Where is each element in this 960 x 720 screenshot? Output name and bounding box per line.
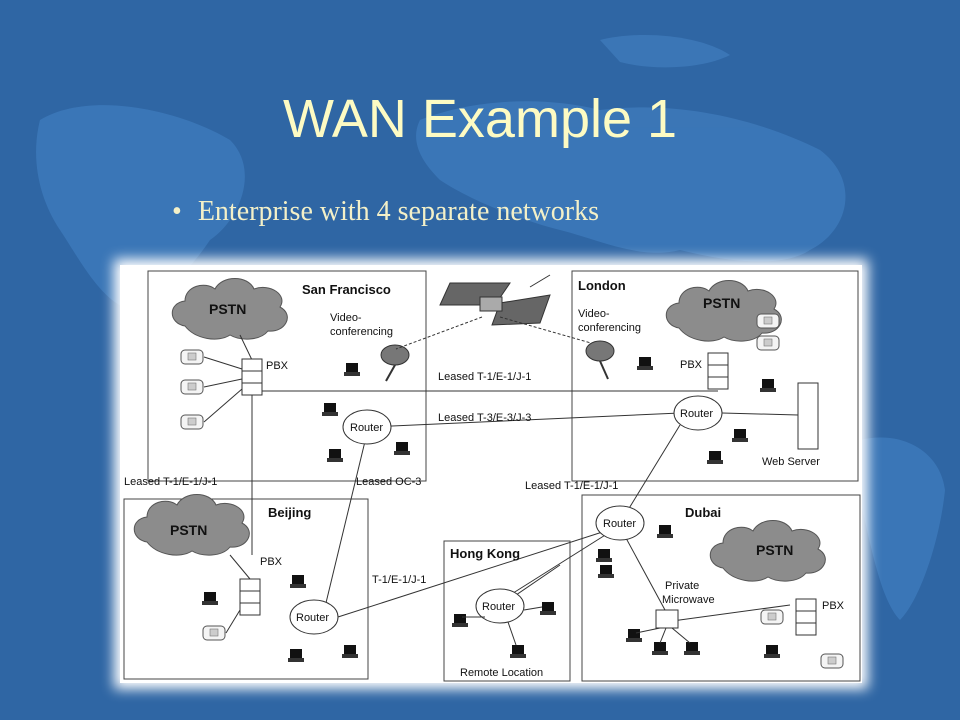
pbx-label-sf: PBX: [266, 360, 289, 372]
pc-london-3: [707, 451, 723, 464]
link-microwave-pbx: [664, 604, 791, 623]
phone-london-1: [756, 313, 780, 329]
site-label-hongkong: Hong Kong: [450, 546, 520, 561]
pc-dubai-6: [684, 642, 700, 655]
label-sf-hk-oc3: Leased OC-3: [356, 476, 421, 488]
pc-beijing-4: [342, 645, 358, 658]
videoconf-london-line2: conferencing: [578, 322, 641, 334]
wan-diagram: San Francisco PSTN PBX Video- conferenci…: [120, 265, 862, 683]
dubai-site-box: [581, 494, 861, 682]
link-sf-hk: [324, 432, 368, 608]
router-beijing: [289, 599, 339, 635]
site-label-sf: San Francisco: [302, 282, 391, 297]
pc-sf-2: [327, 449, 343, 462]
pc-sf-1: [322, 403, 338, 416]
web-server-label: Web Server: [762, 456, 820, 468]
hongkong-site-box: [443, 540, 571, 682]
pbx-label-london: PBX: [680, 359, 703, 371]
link-sf-london-t3: [369, 412, 681, 428]
site-label-beijing: Beijing: [268, 505, 311, 520]
site-label-dubai: Dubai: [685, 505, 721, 520]
pc-london-video: [637, 357, 653, 370]
remote-location-label: Remote Location: [460, 667, 543, 679]
link-dubai-router-hk: [509, 526, 619, 596]
pbx-label-beijing: PBX: [260, 556, 283, 568]
pstn-label-london: PSTN: [703, 295, 740, 311]
satellite-icon: [439, 274, 551, 326]
router-label-london: Router: [680, 408, 713, 420]
label-sf-london-t3: Leased T-3/E-3/J-3: [438, 412, 531, 424]
pbx-sf: [241, 358, 263, 396]
phone-sf-2: [180, 379, 204, 395]
link-microwave: [619, 526, 666, 611]
pbx-london: [707, 352, 729, 390]
phone-sf-3: [180, 414, 204, 430]
pc-sf-video: [344, 363, 360, 376]
pc-dubai-7: [764, 645, 780, 658]
london-site-box: [571, 270, 859, 482]
pc-hongkong-1: [452, 614, 468, 627]
label-beijing-hk: T-1/E-1/J-1: [372, 574, 426, 586]
microwave-hub: [655, 609, 679, 629]
link-beijing-hk: [337, 526, 619, 618]
pstn-label-sf: PSTN: [209, 301, 246, 317]
videoconf-sf-line2: conferencing: [330, 326, 393, 338]
phone-beijing-1: [202, 625, 226, 641]
pc-beijing-2: [290, 575, 306, 588]
pc-london-2: [732, 429, 748, 442]
videoconf-london-line1: Video-: [578, 308, 610, 320]
pbx-dubai: [795, 598, 817, 636]
link-london-dubai: [627, 424, 681, 511]
pstn-label-beijing: PSTN: [170, 522, 207, 538]
pc-dubai-5: [652, 642, 668, 655]
web-server: [797, 382, 819, 450]
pc-beijing-1: [202, 592, 218, 605]
pbx-label-dubai: PBX: [822, 600, 845, 612]
pc-london-1: [760, 379, 776, 392]
private-microwave-line1: Private: [665, 580, 699, 592]
router-label-sf: Router: [350, 422, 383, 434]
site-label-london: London: [578, 278, 626, 293]
router-sf: [342, 409, 392, 445]
router-hongkong: [475, 588, 525, 624]
videoconf-sf-line1: Video-: [330, 312, 362, 324]
bullet-text: Enterprise with 4 separate networks: [197, 196, 600, 227]
phone-sf-1: [180, 349, 204, 365]
pc-hongkong-3: [510, 645, 526, 658]
pc-beijing-3: [288, 649, 304, 662]
phone-dubai-2: [820, 653, 844, 669]
label-london-dubai: Leased T-1/E-1/J-1: [525, 480, 618, 492]
pc-sf-3: [394, 442, 410, 455]
label-sf-beijing: Leased T-1/E-1/J-1: [124, 476, 217, 488]
router-dubai: [595, 505, 645, 541]
satellite-dish-london: [585, 340, 615, 362]
pc-dubai-1: [657, 525, 673, 538]
router-label-dubai: Router: [603, 518, 636, 530]
router-label-beijing: Router: [296, 612, 329, 624]
label-sf-london-t1: Leased T-1/E-1/J-1: [438, 371, 531, 383]
pc-dubai-4: [626, 629, 642, 642]
router-label-hongkong: Router: [482, 601, 515, 613]
beijing-site-box: [123, 498, 369, 680]
bullet-item: • Enterprise with 4 separate networks: [172, 196, 599, 228]
private-microwave-line2: Microwave: [662, 594, 715, 606]
sf-site-box: [147, 270, 427, 482]
pc-dubai-2: [596, 549, 612, 562]
satellite-dish-sf: [380, 344, 410, 366]
phone-london-2: [756, 335, 780, 351]
pstn-label-dubai: PSTN: [756, 542, 793, 558]
pbx-beijing: [239, 578, 261, 616]
pc-dubai-3: [598, 565, 614, 578]
slide-title: WAN Example 1: [282, 89, 678, 149]
bullet-dot: •: [172, 196, 182, 227]
pc-hongkong-2: [540, 602, 556, 615]
phone-dubai-1: [760, 609, 784, 625]
